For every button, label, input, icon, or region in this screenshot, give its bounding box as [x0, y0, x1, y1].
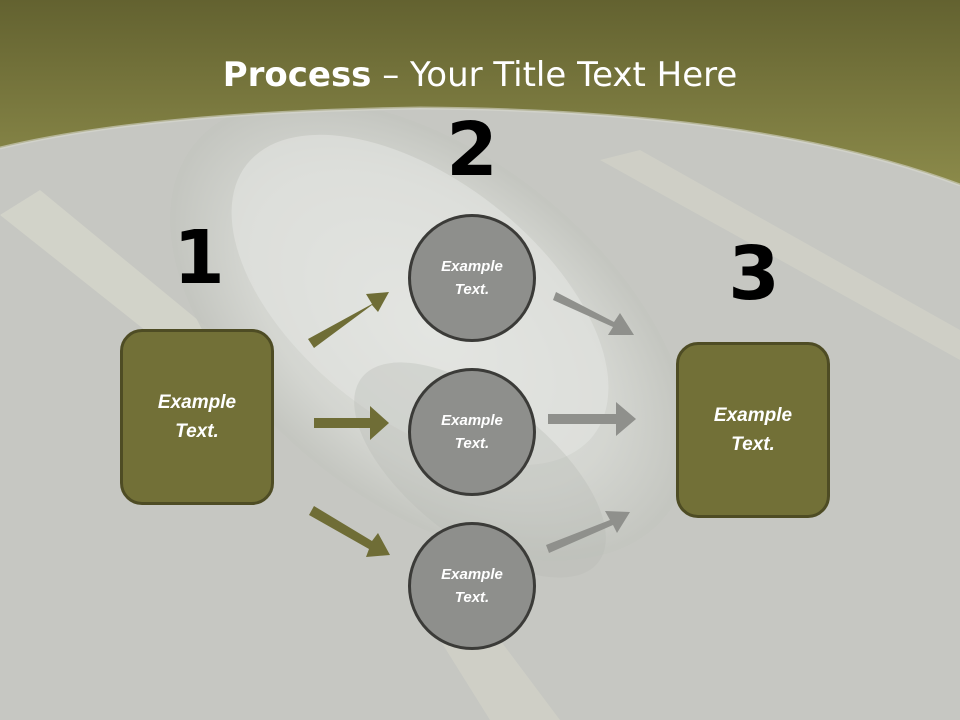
arrow-1-to-top [308, 292, 389, 348]
arrow-top-to-3 [553, 292, 634, 335]
arrow-1-to-middle [314, 406, 389, 440]
arrow-middle-to-3 [548, 402, 636, 436]
slide-title: Process – Your Title Text Here [0, 52, 960, 98]
step-2-circle-middle-text: Example Text. [441, 412, 503, 452]
title-bold: Process [222, 55, 372, 95]
step-number-2: 2 [446, 107, 498, 193]
step-2-circle-middle: Example Text. [408, 368, 536, 496]
step-2-circle-bottom-text: Example Text. [441, 566, 503, 606]
step-3-text: Example Text. [713, 405, 793, 455]
arrow-bottom-to-3 [546, 511, 630, 553]
step-1-box: Example Text. [120, 329, 274, 505]
step-2-circle-top-text: Example Text. [441, 258, 503, 298]
step-number-1: 1 [173, 215, 225, 301]
step-2-circle-top: Example Text. [408, 214, 536, 342]
step-3-box: Example Text. [676, 342, 830, 518]
title-rest: – Your Title Text Here [371, 55, 738, 95]
step-2-circle-bottom: Example Text. [408, 522, 536, 650]
step-number-3: 3 [728, 231, 780, 317]
step-1-text: Example Text. [157, 392, 237, 442]
arrow-1-to-bottom [309, 506, 390, 557]
